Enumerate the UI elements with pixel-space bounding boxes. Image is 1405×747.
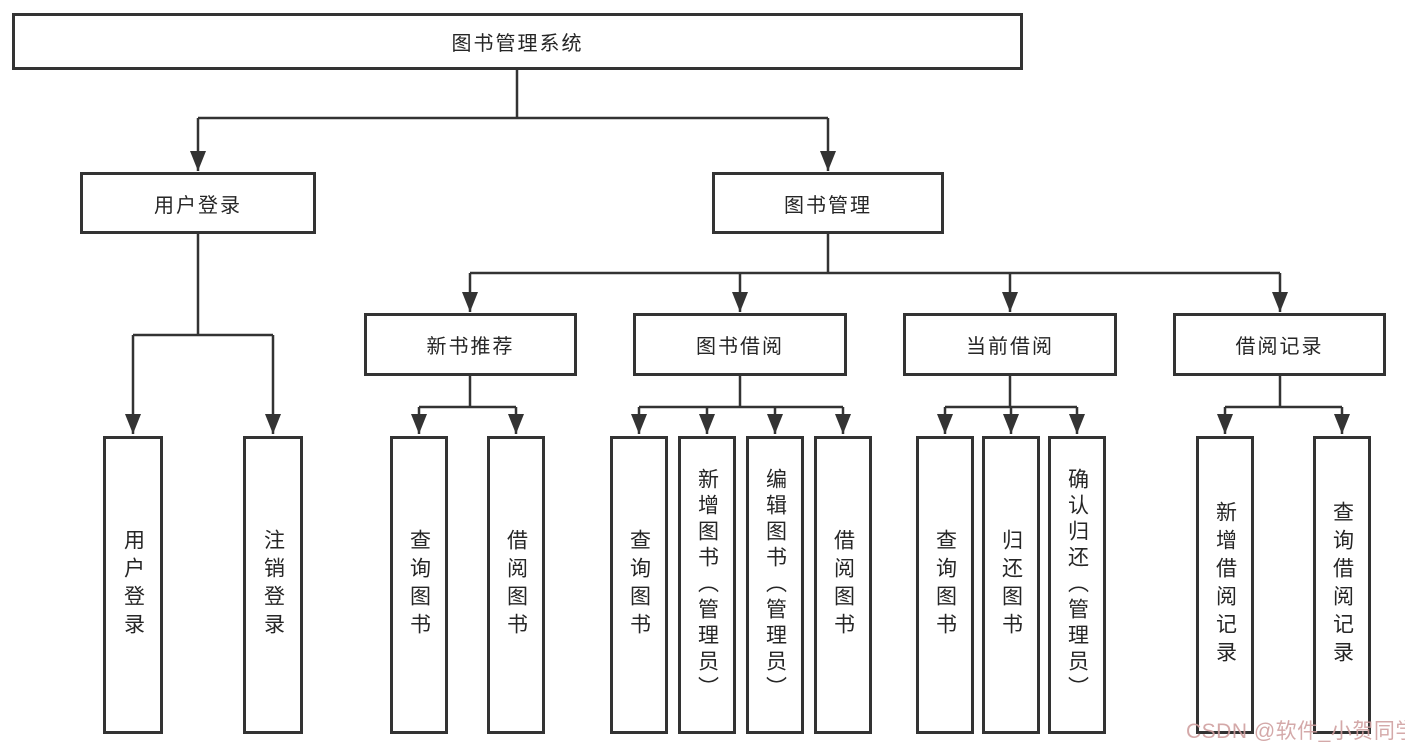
leaf-cb-query-books-label: 查询图书 [933,529,957,641]
node-user-login: 用户登录 [80,172,316,234]
leaf-bb-add-books-admin-label: 新增图书（管理员） [695,468,719,702]
leaf-br-add-record: 新增借阅记录 [1196,436,1254,734]
leaf-logout-label: 注销登录 [261,529,285,641]
node-book-management: 图书管理 [712,172,944,234]
watermark: CSDN @软件_小贺同学 [1186,720,1405,743]
node-current-borrowing: 当前借阅 [903,313,1117,376]
leaf-bb-query-books-label: 查询图书 [627,529,651,641]
leaf-nb-query-books-label: 查询图书 [407,529,431,641]
node-book-management-label: 图书管理 [784,194,872,217]
node-borrowing-records-label: 借阅记录 [1235,336,1324,358]
node-current-borrowing-label: 当前借阅 [966,336,1054,358]
leaf-cb-confirm-return-admin: 确认归还（管理员） [1048,436,1106,734]
node-root: 图书管理系统 [12,13,1023,70]
node-borrowing-records: 借阅记录 [1173,313,1386,376]
leaf-br-query-record: 查询借阅记录 [1313,436,1371,734]
leaf-cb-return-books: 归还图书 [982,436,1040,734]
leaf-bb-add-books-admin: 新增图书（管理员） [678,436,736,734]
leaf-nb-borrow-books-label: 借阅图书 [504,529,528,641]
leaf-user-login: 用户登录 [103,436,163,734]
node-root-label: 图书管理系统 [451,33,584,55]
leaf-bb-edit-books-admin-label: 编辑图书（管理员） [763,468,787,702]
node-new-book-recommendation-label: 新书推荐 [426,336,515,358]
node-new-book-recommendation: 新书推荐 [364,313,577,376]
leaf-br-query-record-label: 查询借阅记录 [1330,501,1354,669]
leaf-cb-query-books: 查询图书 [916,436,974,734]
node-book-borrowing: 图书借阅 [633,313,847,376]
leaf-br-add-record-label: 新增借阅记录 [1213,501,1237,669]
leaf-user-login-label: 用户登录 [121,529,145,641]
leaf-bb-edit-books-admin: 编辑图书（管理员） [746,436,804,734]
leaf-nb-borrow-books: 借阅图书 [487,436,545,734]
leaf-nb-query-books: 查询图书 [390,436,448,734]
node-book-borrowing-label: 图书借阅 [696,336,784,358]
leaf-bb-borrow-books: 借阅图书 [814,436,872,734]
leaf-bb-borrow-books-label: 借阅图书 [831,529,855,641]
leaf-cb-confirm-return-admin-label: 确认归还（管理员） [1065,468,1089,702]
leaf-bb-query-books: 查询图书 [610,436,668,734]
leaf-logout: 注销登录 [243,436,303,734]
leaf-cb-return-books-label: 归还图书 [999,529,1023,641]
node-user-login-label: 用户登录 [154,194,242,217]
